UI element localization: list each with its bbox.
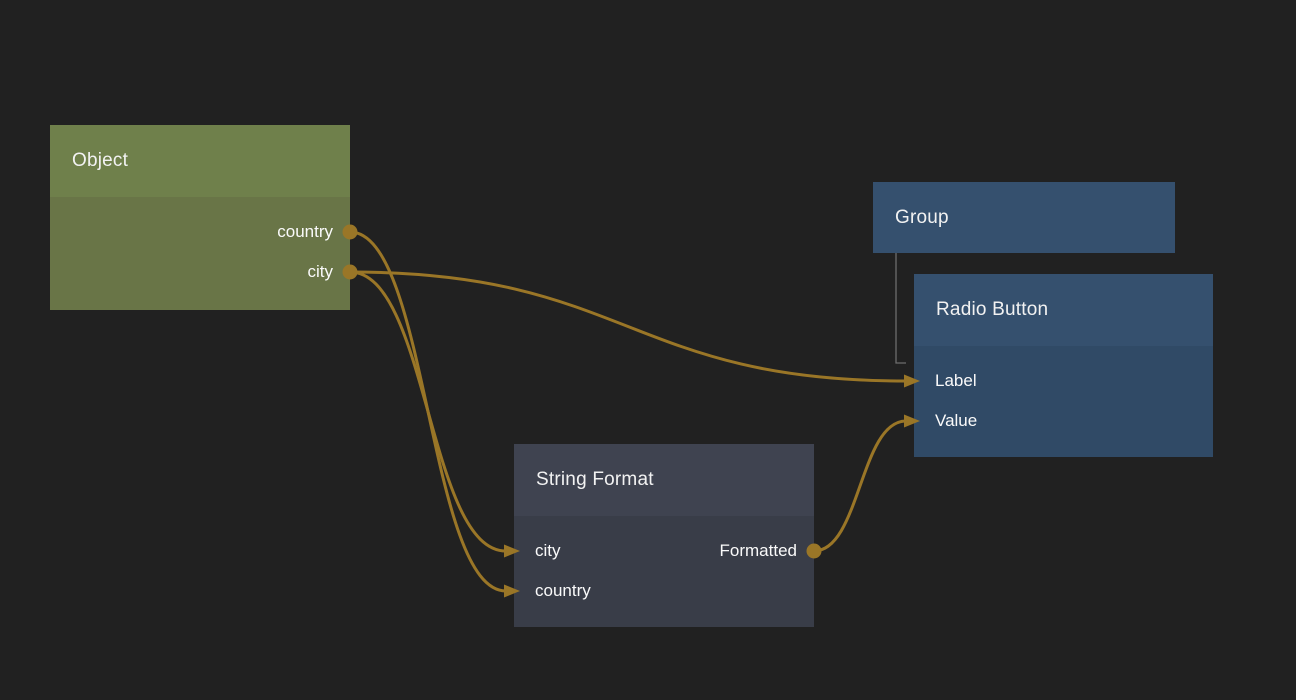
wire-object-city-to-string-format-city[interactable] bbox=[349, 270, 507, 553]
node-string-format-body: city Formatted country bbox=[514, 516, 814, 627]
node-radio-button-title-bar[interactable]: Radio Button bbox=[914, 274, 1213, 346]
node-group-title-bar[interactable]: Group bbox=[873, 182, 1175, 253]
node-string-format-title-bar[interactable]: String Format bbox=[514, 444, 814, 516]
wire-object-city-to-radio-button-Label[interactable] bbox=[349, 270, 907, 383]
wire-object-country-to-string-format-country[interactable] bbox=[349, 230, 507, 593]
output-port-label-country: country bbox=[277, 222, 333, 241]
input-port-label-Value: Value bbox=[935, 411, 978, 430]
output-port-label-city: city bbox=[307, 262, 334, 281]
port-row: city bbox=[50, 252, 350, 292]
node-group[interactable]: Group bbox=[873, 182, 1175, 253]
port-row: Value bbox=[914, 401, 1213, 441]
node-group-title: Group bbox=[895, 206, 949, 228]
node-object-title: Object bbox=[72, 150, 129, 171]
node-radio-button-title: Radio Button bbox=[936, 299, 1049, 320]
input-port-label-country: country bbox=[535, 581, 591, 600]
port-row: country bbox=[514, 571, 814, 611]
node-object[interactable]: Object country city bbox=[50, 125, 350, 310]
port-row: Label bbox=[914, 361, 1213, 401]
output-port-label-Formatted: Formatted bbox=[719, 541, 797, 560]
node-string-format-title: String Format bbox=[536, 469, 654, 490]
port-row: city Formatted bbox=[514, 531, 814, 571]
input-port-label-Label: Label bbox=[935, 371, 977, 390]
node-object-title-bar[interactable]: Object bbox=[50, 125, 350, 197]
node-object-body: country city bbox=[50, 197, 350, 310]
wire-string-format-Formatted-to-radio-button-Value[interactable] bbox=[813, 419, 907, 553]
node-string-format[interactable]: String Format city Formatted country bbox=[514, 444, 814, 627]
group-link-group-to-radio-button bbox=[895, 253, 906, 364]
port-row: country bbox=[50, 212, 350, 252]
input-port-label-city: city bbox=[535, 541, 561, 560]
